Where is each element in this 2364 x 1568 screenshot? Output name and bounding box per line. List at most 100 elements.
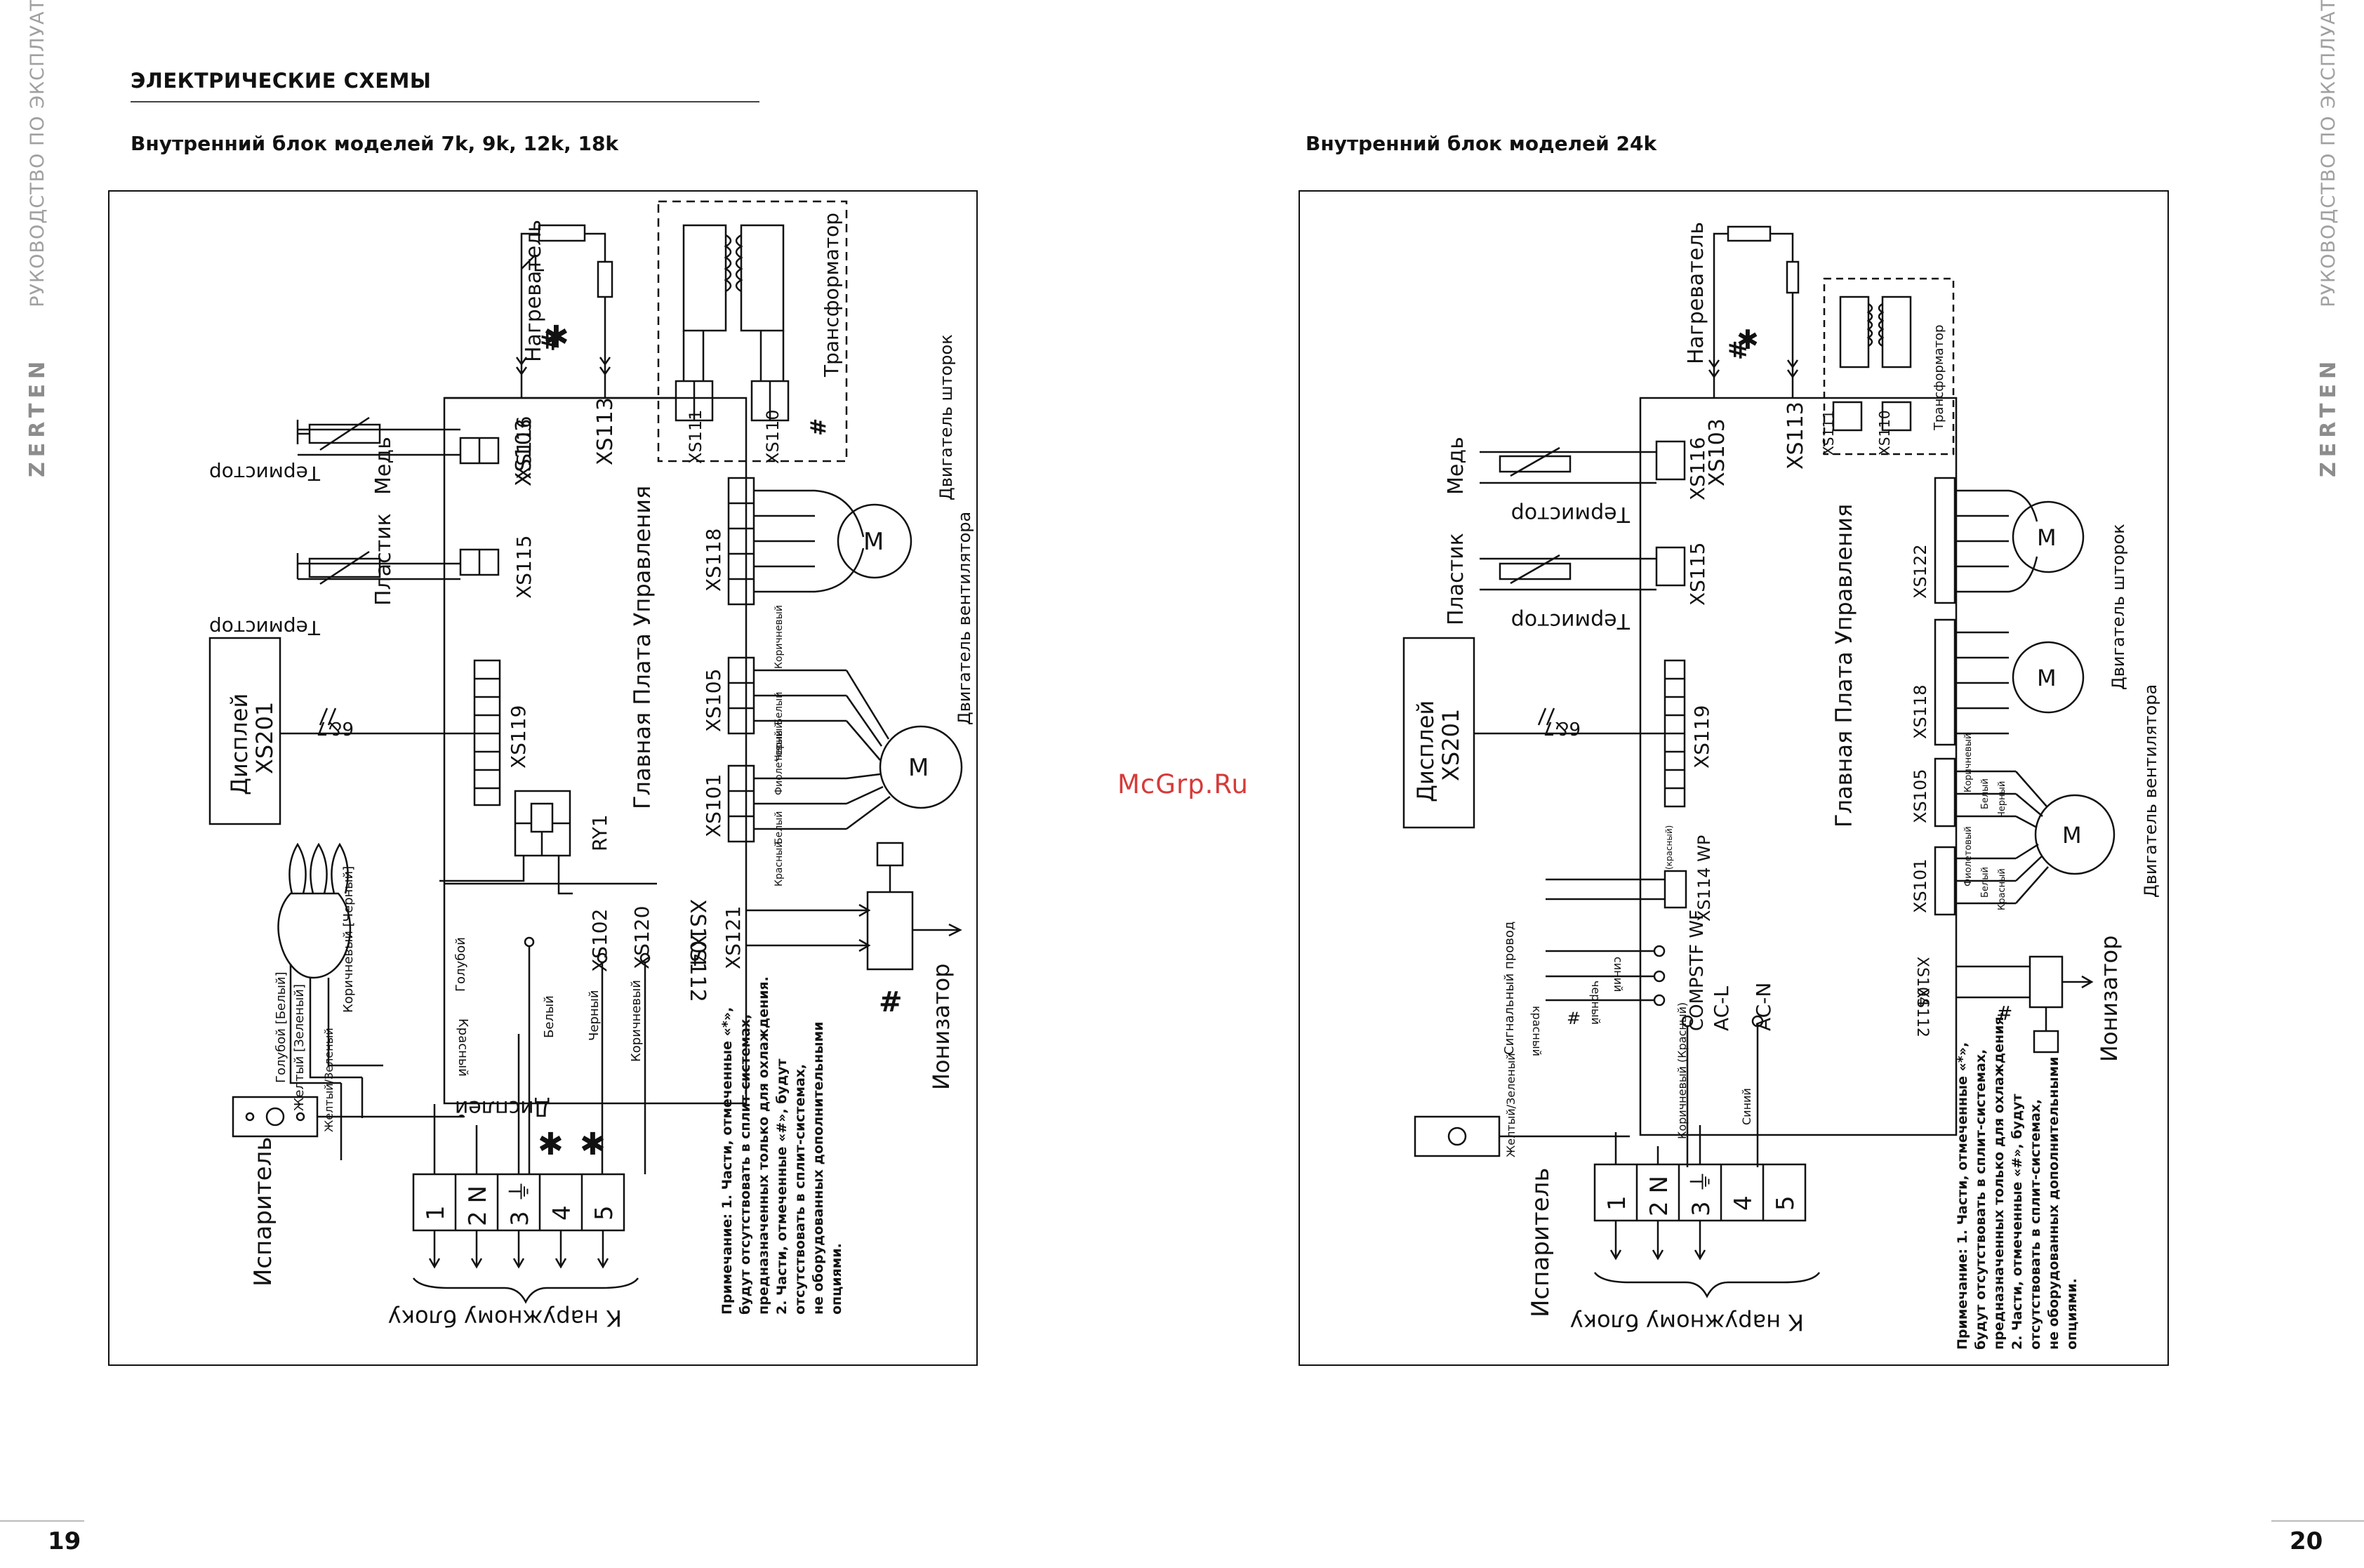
r-ac-wire-2: Синий <box>1740 1088 1753 1125</box>
note-line-6: не оборудованных дополнительными <box>811 1022 826 1315</box>
r-fan-wire-105-3: Черный <box>1997 781 2007 818</box>
evaporator-label: Испаритель <box>249 1137 277 1287</box>
r-xs111-label: XS111 <box>1820 410 1837 456</box>
r-to-outdoor-label: К наружному блоку <box>1570 1309 1804 1336</box>
r-signal-wire-label: Сигнальный провод <box>1502 922 1517 1055</box>
plug-wire-1: Голубой [Белый] <box>274 971 288 1083</box>
page-number-right: 20 <box>2290 1527 2323 1555</box>
r-sig-hash: # <box>1567 1009 1581 1028</box>
r-heater-hash: # <box>1725 340 1753 361</box>
r-note-line-6: не оборудованных дополнительными <box>2046 1057 2061 1350</box>
terminal-2: 2 N <box>464 1185 492 1226</box>
transformer-hash-mark: # <box>806 418 831 436</box>
r-thermistor-label-2: Термистор <box>1511 609 1631 633</box>
xs112-label: XS112 <box>685 934 710 1002</box>
r-ac-wire-1: Коричневый (Красный) <box>1675 1002 1689 1139</box>
r-heater-label: Нагреватель <box>1684 222 1708 364</box>
xs120-label: XS120 <box>630 906 653 969</box>
heater-hash-mark: # <box>537 332 565 352</box>
left-diagram-title: Внутренний блок моделей 7k, 9k, 12k, 18k <box>131 132 619 155</box>
r-copper-label: Медь <box>1444 437 1468 495</box>
right-side-banner: ZERTEN РУКОВОДСТВО ПО ЭКСПЛУАТАЦИИ <box>2316 0 2341 477</box>
manual-label-right: РУКОВОДСТВО ПО ЭКСПЛУАТАЦИИ <box>2318 0 2339 307</box>
r-note-line-2: будут отсутствовать в сплит-системах, <box>1973 1049 1988 1350</box>
r-bus-label: 6&7 <box>1543 717 1581 738</box>
r-xs201-label: XS201 <box>1437 709 1464 781</box>
transformer-box <box>657 200 848 463</box>
note-line-7: опциями. <box>829 1243 844 1315</box>
main-board-label: Главная Плата Управления <box>629 486 656 809</box>
r-sig-wire-3: красный <box>1530 1006 1543 1056</box>
copper-label: Медь <box>371 437 396 495</box>
manual-label: РУКОВОДСТВО ПО ЭКСПЛУАТАЦИИ <box>27 0 48 307</box>
thermistor-label-1: Термистор <box>209 462 321 485</box>
curtain-motor-label: Двигатель шторок <box>936 334 956 500</box>
brand-logo: ZERTEN <box>25 356 50 477</box>
fan-wire-101-2: Белый <box>773 811 785 844</box>
xs119-label: XS119 <box>507 705 530 769</box>
watermark: McGrp.Ru <box>1117 769 1249 799</box>
terminal-wire-5: Коричневый <box>629 980 644 1062</box>
r-terminal-3: 3 ⏚ <box>1687 1170 1715 1216</box>
ionizer-label: Ионизатор <box>928 964 955 1090</box>
note-line-1: Примечание: 1. Части, отмеченные «*», <box>719 1007 735 1315</box>
r-curtain-motor-label: Двигатель шторок <box>2109 524 2128 690</box>
fan-wire-101-3: Красный <box>773 842 785 886</box>
relay-label: RY1 <box>588 814 611 851</box>
right-diagram-title: Внутренний блок моделей 24k <box>1306 132 1657 155</box>
yellow-green-label: Желтый/Зеленый <box>322 1028 336 1132</box>
r-xs122-label: XS122 <box>1911 545 1930 599</box>
r-note-line-1: Примечание: 1. Части, отмеченные «*», <box>1955 1042 1970 1350</box>
right-footer-rule <box>2271 1520 2364 1522</box>
r-fan-wire-101-1: Фиолетовый <box>1963 826 1974 886</box>
r-terminal-2: 2 N <box>1645 1176 1673 1216</box>
r-xs115-label: XS115 <box>1686 543 1709 606</box>
terminal-star-5: ✱ <box>580 1127 606 1162</box>
r-ionizer-hash: # <box>1996 1002 2012 1025</box>
heater-star-mark: ✱ <box>543 319 569 355</box>
section-title: ЭЛЕКТРИЧЕСКИЕ СХЕМЫ <box>131 69 432 93</box>
r-xs119-label: XS119 <box>1690 705 1713 769</box>
r-note-line-4: 2. Части, отмеченные «#», будут <box>2010 1094 2025 1350</box>
r-note-line-3: предназначенных только для охлаждения. <box>1991 1011 2007 1350</box>
r-ionizer-label: Ионизатор <box>2096 936 2123 1062</box>
r-xs105-label: XS105 <box>1911 769 1930 823</box>
terminal-wire-4: Черный <box>587 990 602 1041</box>
r-heater-star: ✱ <box>1737 324 1759 355</box>
xs105-label: XS105 <box>702 669 725 732</box>
fan-wire-105-2: Белый <box>773 692 785 725</box>
terminal-wire-2: Голубой <box>453 937 468 992</box>
r-display-label: Дисплей <box>1412 700 1439 802</box>
display-label: Дисплей <box>226 693 253 795</box>
r-terminal-4: 4 <box>1729 1195 1758 1211</box>
note-line-3: предназначенных только для охлаждения. <box>756 976 771 1315</box>
xs116-label: XS116 <box>512 416 536 479</box>
fan-wire-101-1: Фиолетовый <box>773 731 785 795</box>
r-fan-motor-label: Двигатель вентилятора <box>2141 684 2160 898</box>
brand-logo-right: ZERTEN <box>2316 356 2341 477</box>
plastic-label: Пластик <box>371 513 396 606</box>
fan-motor-m: M <box>908 754 929 782</box>
r-note-line-5: отсутствовать в сплит-системах, <box>2028 1099 2043 1350</box>
to-outdoor-label: К наружному блоку <box>388 1305 622 1331</box>
terminal-4: 4 <box>548 1205 576 1221</box>
curtain-motor-m: M <box>863 528 884 556</box>
r-fan-wire-101-2: Белый <box>1980 867 1991 898</box>
plug-wire-2: Желтый [Зеленый] <box>292 984 307 1111</box>
right-diagram-svg: Нагреватель Трансформатор # ✱ XS111 XS11… <box>1402 222 2160 1350</box>
terminal-wire-1: Красный <box>456 1018 470 1077</box>
xs113-label: XS113 <box>593 397 618 465</box>
left-diagram-svg: Нагреватель Трансформатор # ✱ # XS111 XS… <box>208 200 974 1331</box>
note-line-5: отсутствовать в сплит-системах, <box>792 1064 808 1315</box>
left-side-banner: ZERTEN РУКОВОДСТВО ПО ЭКСПЛУАТАЦИИ <box>25 0 50 477</box>
r-xs116-label: XS116 <box>1686 437 1709 500</box>
xs115-label: XS115 <box>512 536 536 599</box>
ionizer-hash-mark: # <box>879 986 903 1018</box>
r-yellow-green-label: Желтый/Зеленый <box>1504 1053 1518 1157</box>
r-xs110-label: XS110 <box>1876 410 1893 456</box>
fan-wire-105-3: Черный <box>773 722 785 762</box>
r-xs101-label: XS101 <box>1911 859 1930 913</box>
fan-wire-105-1: Коричневый <box>773 605 785 669</box>
terminal-3: 3 ⏚ <box>506 1180 534 1226</box>
xs101-label: XS101 <box>702 774 725 837</box>
